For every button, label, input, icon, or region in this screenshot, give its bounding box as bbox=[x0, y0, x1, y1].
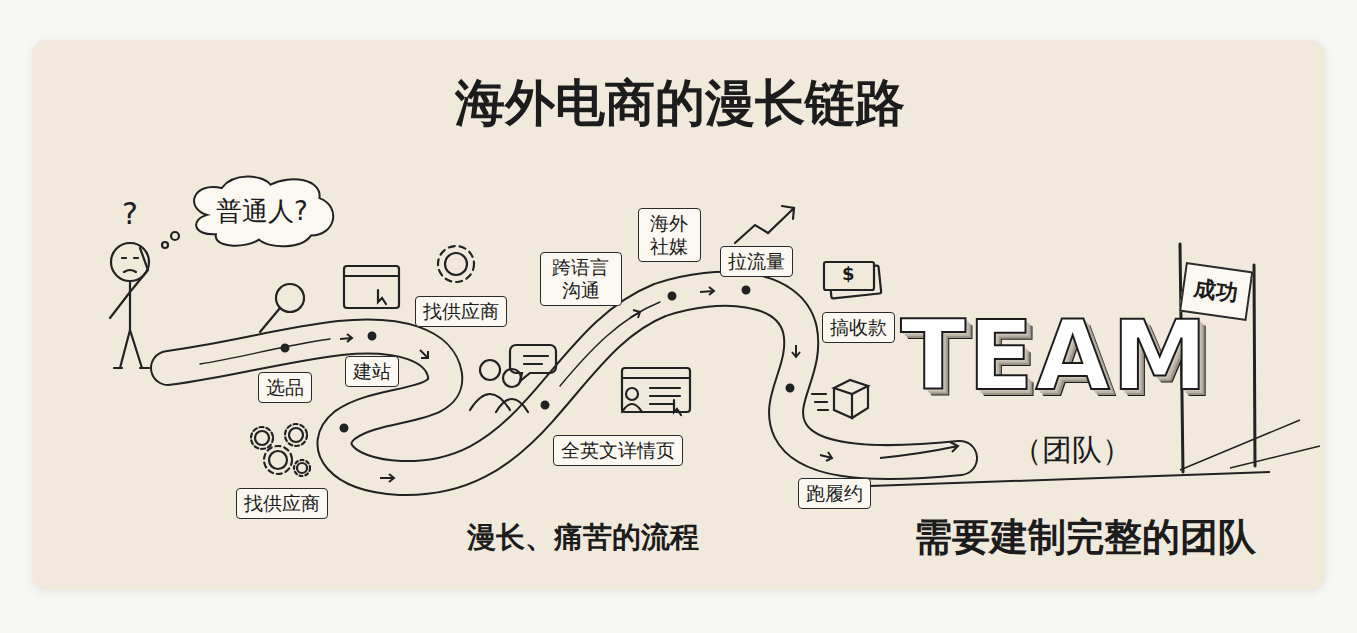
label-text: 普通人? bbox=[216, 194, 308, 229]
step-label: 选品 bbox=[258, 372, 312, 403]
label-text: 跨语言 沟通 bbox=[548, 256, 614, 302]
label-text: 海外 社媒 bbox=[646, 212, 693, 258]
step-label: 找供应商 bbox=[415, 296, 507, 327]
question-mark: ? bbox=[122, 196, 138, 231]
thought-bubble: 普通人? bbox=[190, 178, 334, 245]
step-label: 跑履约 bbox=[798, 478, 871, 509]
label-text: 搞收款 bbox=[830, 316, 887, 339]
icons bbox=[251, 206, 1255, 476]
road bbox=[168, 289, 960, 478]
label-text: 拉流量 bbox=[728, 250, 785, 273]
label-text: 找供应商 bbox=[244, 492, 320, 515]
dollar-sign: $ bbox=[842, 263, 855, 284]
step-label: 建站 bbox=[345, 356, 399, 387]
step-label: 海外 社媒 bbox=[638, 208, 701, 262]
label-text: 找供应商 bbox=[423, 300, 499, 323]
step-label: 找供应商 bbox=[236, 488, 328, 519]
road-marks bbox=[282, 287, 1321, 487]
step-label: 跨语言 沟通 bbox=[540, 252, 622, 306]
title: 海外电商的漫长链路 bbox=[455, 70, 905, 137]
team-subtitle: （团队） bbox=[1012, 430, 1132, 471]
process-caption: 漫长、痛苦的流程 bbox=[467, 518, 699, 558]
label-text: 全英文详情页 bbox=[561, 439, 675, 462]
label-text: 选品 bbox=[266, 376, 304, 399]
label-text: 跑履约 bbox=[806, 482, 863, 505]
label-text: 建站 bbox=[353, 360, 391, 383]
stick-figure bbox=[110, 232, 179, 368]
team-word: TEAM bbox=[901, 300, 1210, 412]
team-caption: 需要建制完整的团队 bbox=[914, 512, 1256, 563]
step-label: 搞收款 bbox=[822, 312, 895, 343]
step-label: 全英文详情页 bbox=[553, 435, 683, 466]
step-label: 拉流量 bbox=[720, 246, 793, 277]
